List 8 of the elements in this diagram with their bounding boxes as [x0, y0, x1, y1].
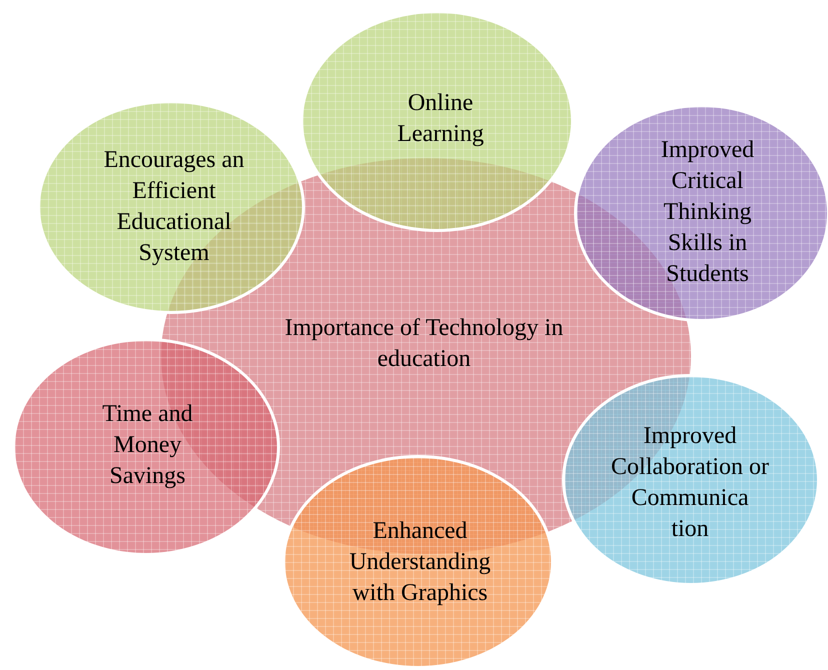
- bubble-label: Online Learning: [396, 89, 485, 149]
- bubble-label: Enhanced Understanding with Graphics: [348, 517, 492, 608]
- ellipse-bubble: [574, 104, 828, 322]
- bubble-label: Importance of Technology in education: [284, 314, 564, 374]
- bubble-label: Encourages an Efficient Educational System: [102, 146, 246, 268]
- bubble-label: Improved Critical Thinking Skills in Students: [660, 136, 756, 289]
- bubble-label: Improved Collaboration or Communica tion: [610, 422, 770, 544]
- bubble-label: Time and Money Savings: [101, 400, 194, 491]
